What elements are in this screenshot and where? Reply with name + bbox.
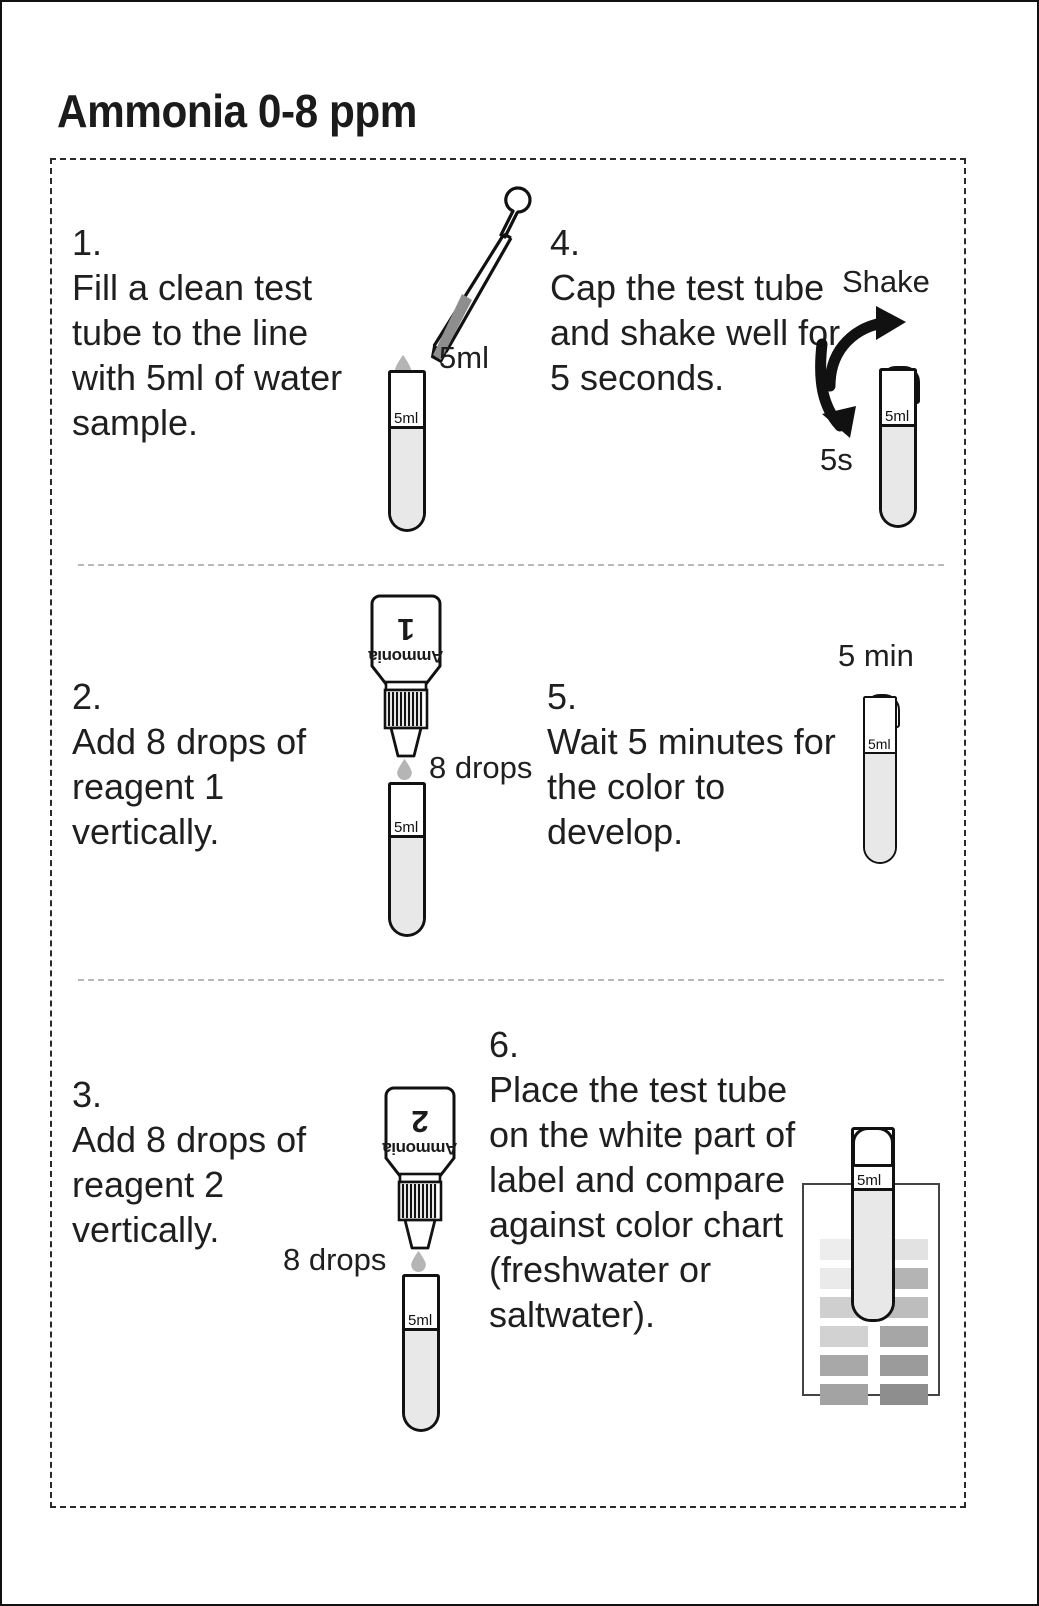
reagent-2-label: Ammonia 2 (374, 1086, 466, 1178)
swatch-fresh-5 (820, 1355, 868, 1376)
step-1-body: Fill a clean test tube to the line with … (72, 267, 343, 443)
drops-label-step3: 8 drops (283, 1242, 387, 1277)
step-6-text: 6.Place the test tube on the white part … (489, 1022, 801, 1337)
step-3-text: 3.Add 8 drops of reagent 2 vertically. (72, 1072, 372, 1252)
step-3-body: Add 8 drops of reagent 2 vertically. (72, 1119, 307, 1250)
reagent-1-name: Ammonia (368, 647, 444, 666)
test-tube-step4: 5ml (879, 368, 917, 528)
tube-liquid (391, 838, 423, 934)
step-2-body: Add 8 drops of reagent 1 vertically. (72, 721, 307, 852)
pipette-icon (400, 174, 532, 370)
tube-fill-line (391, 426, 423, 429)
reagent-1-label: Ammonia 1 (360, 594, 452, 686)
tube-glass: 5ml (879, 368, 917, 528)
tube-mark-label: 5ml (394, 410, 419, 427)
step-6-body: Place the test tube on the white part of… (489, 1069, 796, 1335)
shake-label: Shake (842, 264, 930, 299)
swatch-salt-6 (880, 1384, 928, 1405)
test-tube-step1: 5ml (388, 370, 426, 532)
tube-glass: 5ml (388, 782, 426, 937)
tube-liquid (865, 754, 895, 862)
swatch-fresh-4 (820, 1326, 868, 1347)
swatch-salt-5 (880, 1355, 928, 1376)
step-5-body: Wait 5 minutes for the color to develop. (547, 721, 836, 852)
tube-mark-label: 5ml (394, 819, 419, 836)
tube-liquid (391, 429, 423, 529)
tube-glass: 5ml (402, 1274, 440, 1432)
step-5-number: 5. (547, 676, 578, 717)
row-divider-2 (78, 979, 944, 981)
tube-mark-label: 5ml (408, 1312, 433, 1329)
step-6-number: 6. (489, 1024, 520, 1065)
tube-fill-line (854, 1188, 892, 1191)
step-5-text: 5.Wait 5 minutes for the color to develo… (547, 674, 847, 854)
shake-arrows-icon (814, 302, 924, 442)
tube-mark-label: 5ml (868, 736, 891, 752)
test-tube-step3: 5ml (402, 1274, 440, 1432)
step-2-text: 2.Add 8 drops of reagent 1 vertically. (72, 674, 372, 854)
tube-glass: 5ml (388, 370, 426, 532)
step-4-text: 4.Cap the test tube and shake well for 5… (550, 220, 850, 400)
step-4-body: Cap the test tube and shake well for 5 s… (550, 267, 841, 398)
reagent-drop-icon-3 (410, 1250, 427, 1272)
tube-cap-step6 (852, 1127, 894, 1167)
page-title: Ammonia 0-8 ppm (57, 85, 417, 137)
tube-mark-label: 5ml (857, 1172, 882, 1189)
tube-liquid (405, 1331, 437, 1429)
tube-glass: 5ml (863, 696, 897, 864)
step-1-text: 1.Fill a clean test tube to the line wit… (72, 220, 372, 445)
reagent-2-number: 2 (411, 1104, 429, 1139)
reagent-bottle-2: Ammonia 2 (374, 1086, 466, 1256)
tube-fill-line (882, 424, 914, 427)
tube-mark-label: 5ml (885, 408, 910, 425)
reagent-1-number: 1 (397, 612, 415, 647)
reagent-2-name: Ammonia (382, 1139, 458, 1158)
test-tube-step2: 5ml (388, 782, 426, 937)
tube-fill-line (405, 1328, 437, 1331)
reagent-bottle-1: Ammonia 1 (360, 594, 452, 764)
row-divider-1 (78, 564, 944, 566)
step-2-number: 2. (72, 676, 103, 717)
tube-fill-line (865, 751, 895, 754)
reagent-drop-icon-2 (396, 758, 413, 780)
tube-liquid (882, 427, 914, 525)
step-3-number: 3. (72, 1074, 103, 1115)
tube-fill-line (391, 835, 423, 838)
pipette-volume-label: 5ml (439, 340, 489, 375)
swatch-salt-4 (880, 1326, 928, 1347)
step-1-number: 1. (72, 222, 103, 263)
instructions-frame (50, 158, 966, 1508)
test-tube-step5: 5ml (863, 696, 897, 864)
step-4-number: 4. (550, 222, 581, 263)
shake-duration-label: 5s (820, 442, 853, 477)
drops-label-step2: 8 drops (429, 750, 533, 785)
swatch-fresh-6 (820, 1384, 868, 1405)
tube-liquid (854, 1191, 892, 1319)
wait-time-label: 5 min (838, 638, 914, 673)
